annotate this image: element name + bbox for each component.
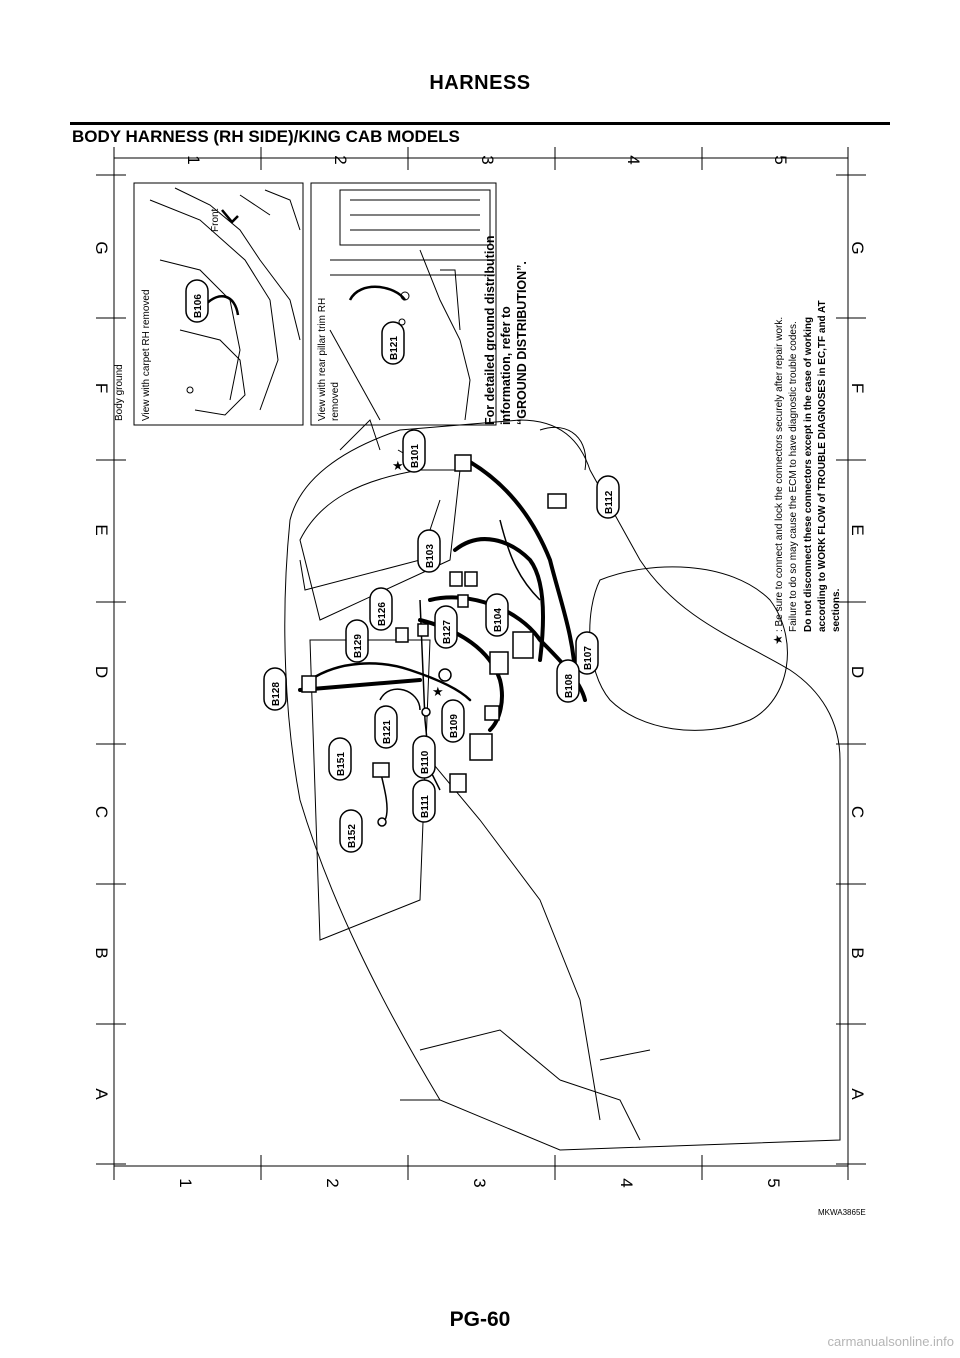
grid-letter-left-g: G bbox=[92, 241, 111, 254]
connector-b107-label: B107 bbox=[583, 646, 594, 670]
connector-b101-label: B101 bbox=[410, 444, 421, 468]
grid-number-top-5: 5 bbox=[771, 155, 790, 164]
connector-tags bbox=[263, 429, 620, 853]
ground-star-marker-2: ★ bbox=[432, 684, 444, 699]
connector-b126-label: B126 bbox=[377, 602, 388, 626]
notes-line3: Do not disconnect these connectors excep… bbox=[803, 317, 814, 632]
connector-b121-label: B121 bbox=[382, 720, 393, 744]
connector-b121-inset-tag: B121 bbox=[381, 321, 405, 365]
header-rule bbox=[70, 122, 890, 125]
grid-letter-left-c: C bbox=[92, 806, 111, 818]
inset-pillar-view-label-1: View with rear pillar trim RH bbox=[317, 298, 328, 421]
connector-b129-label: B129 bbox=[353, 634, 364, 658]
grid-letter-right-f: F bbox=[848, 383, 867, 393]
grid-number-top-4: 4 bbox=[624, 155, 643, 164]
vehicle-outline bbox=[284, 419, 841, 1151]
connector-b112-label: B112 bbox=[604, 490, 615, 514]
grid-number-bottom-4: 4 bbox=[617, 1178, 636, 1187]
connector-b128-label: B128 bbox=[271, 682, 282, 706]
connector-b106-tag: B106 bbox=[185, 279, 209, 323]
grid-number-top-2: 2 bbox=[331, 155, 350, 164]
connector-b104-label: B104 bbox=[493, 608, 504, 632]
ground-star-marker-1: ★ bbox=[392, 458, 404, 473]
inset-body-ground-label: Body ground bbox=[114, 364, 125, 421]
inset-front-label: Front bbox=[210, 208, 221, 232]
grid-number-bottom-5: 5 bbox=[764, 1178, 783, 1187]
ground-note-line1: For detailed ground distribution bbox=[483, 235, 497, 425]
ground-note-line2: information, refer to bbox=[499, 306, 513, 425]
connector-blocks bbox=[301, 449, 567, 827]
connector-b103-label: B103 bbox=[425, 544, 436, 568]
ground-note-line3: “GROUND DISTRIBUTION”. bbox=[515, 261, 529, 425]
grid-letter-right-g: G bbox=[848, 241, 867, 254]
grid-number-bottom-2: 2 bbox=[323, 1178, 342, 1187]
grid-letter-left-a: A bbox=[92, 1088, 111, 1100]
connector-b106-label: B106 bbox=[193, 294, 204, 318]
notes-line1: : Be sure to connect and lock the connec… bbox=[774, 317, 785, 632]
grid-letter-right-d: D bbox=[848, 666, 867, 678]
grid-number-top-3: 3 bbox=[478, 155, 497, 164]
grid-number-top-1: 1 bbox=[184, 155, 203, 164]
footer-site[interactable]: carmanualsonline.info bbox=[827, 1334, 954, 1349]
inset-pillar-view-label-2: removed bbox=[330, 382, 341, 421]
grid-letter-right-b: B bbox=[848, 947, 867, 958]
page-header: HARNESS bbox=[429, 72, 531, 94]
notes-line5: sections. bbox=[831, 588, 842, 632]
notes-star-icon: ★ bbox=[771, 634, 785, 645]
connector-b127-label: B127 bbox=[442, 620, 453, 644]
grid-letter-left-b: B bbox=[92, 947, 111, 958]
grid-number-bottom-1: 1 bbox=[176, 1178, 195, 1187]
connector-b109-label: B109 bbox=[449, 714, 460, 738]
grid-letter-left-e: E bbox=[92, 524, 111, 535]
diagram-frame bbox=[96, 147, 866, 1180]
notes-line4: according to WORK FLOW of TROUBLE DIAGNO… bbox=[817, 300, 828, 632]
grid-letter-right-a: A bbox=[848, 1088, 867, 1100]
notes-line2: Failure to do so may cause the ECM to ha… bbox=[788, 321, 799, 632]
page-number: PG-60 bbox=[449, 1308, 511, 1331]
connector-b111-label: B111 bbox=[420, 795, 431, 818]
inset-carpet-view bbox=[133, 182, 304, 426]
grid-letter-right-e: E bbox=[848, 524, 867, 535]
connector-b110-label: B110 bbox=[420, 750, 431, 774]
grid-number-bottom-3: 3 bbox=[470, 1178, 489, 1187]
inset-carpet-view-label: View with carpet RH removed bbox=[141, 289, 152, 421]
figure-code: MKWA3865E bbox=[818, 1208, 866, 1217]
section-title: BODY HARNESS (RH SIDE)/KING CAB MODELS bbox=[72, 127, 460, 146]
connector-b108-label: B108 bbox=[564, 674, 575, 698]
grid-letter-left-d: D bbox=[92, 666, 111, 678]
connector-b121-inset-label: B121 bbox=[389, 336, 400, 360]
connector-b151-label: B151 bbox=[336, 752, 347, 776]
grid-letter-right-c: C bbox=[848, 806, 867, 818]
connector-b152-label: B152 bbox=[347, 824, 358, 848]
grid-letter-left-f: F bbox=[92, 383, 111, 393]
inset-pillar-view bbox=[310, 182, 497, 426]
